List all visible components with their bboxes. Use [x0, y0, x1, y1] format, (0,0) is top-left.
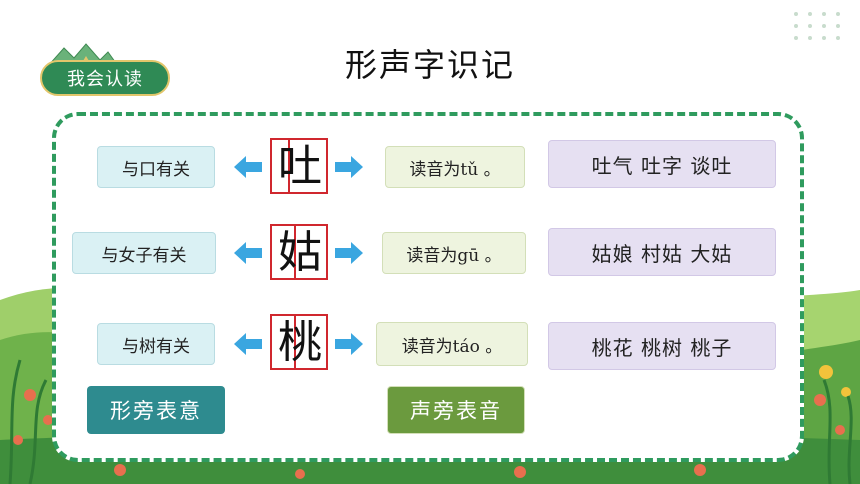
- arrow-left-icon: [234, 333, 262, 355]
- character-glyph: 吐: [278, 141, 322, 192]
- form-radical-tag: 形旁表意: [87, 386, 225, 434]
- meaning-box: 与女子有关: [72, 232, 216, 274]
- arrow-right-icon: [335, 333, 363, 355]
- pronunciation-box: 读音为gū 。: [382, 232, 526, 274]
- character: 桃: [270, 314, 330, 372]
- arrow-left-icon: [234, 156, 262, 178]
- meaning-box: 与口有关: [97, 146, 215, 188]
- arrow-left-icon: [234, 242, 262, 264]
- character-glyph: 姑: [278, 227, 322, 278]
- decorative-dots: [794, 12, 842, 40]
- badge: 我会认读: [40, 43, 172, 98]
- word-examples-box: 吐气 吐字 谈吐: [548, 140, 776, 188]
- character: 姑: [270, 224, 330, 282]
- pronunciation-box: 读音为tǔ 。: [385, 146, 525, 188]
- word-examples-box: 姑娘 村姑 大姑: [548, 228, 776, 276]
- pronunciation-box: 读音为táo 。: [376, 322, 528, 366]
- character-glyph: 桃: [278, 317, 322, 368]
- arrow-right-icon: [335, 242, 363, 264]
- character: 吐: [270, 138, 330, 196]
- word-examples-box: 桃花 桃树 桃子: [548, 322, 776, 370]
- badge-label: 我会认读: [40, 60, 170, 96]
- arrow-right-icon: [335, 156, 363, 178]
- sound-radical-tag: 声旁表音: [387, 386, 525, 434]
- meaning-box: 与树有关: [97, 323, 215, 365]
- page-title: 形声字识记: [344, 46, 515, 84]
